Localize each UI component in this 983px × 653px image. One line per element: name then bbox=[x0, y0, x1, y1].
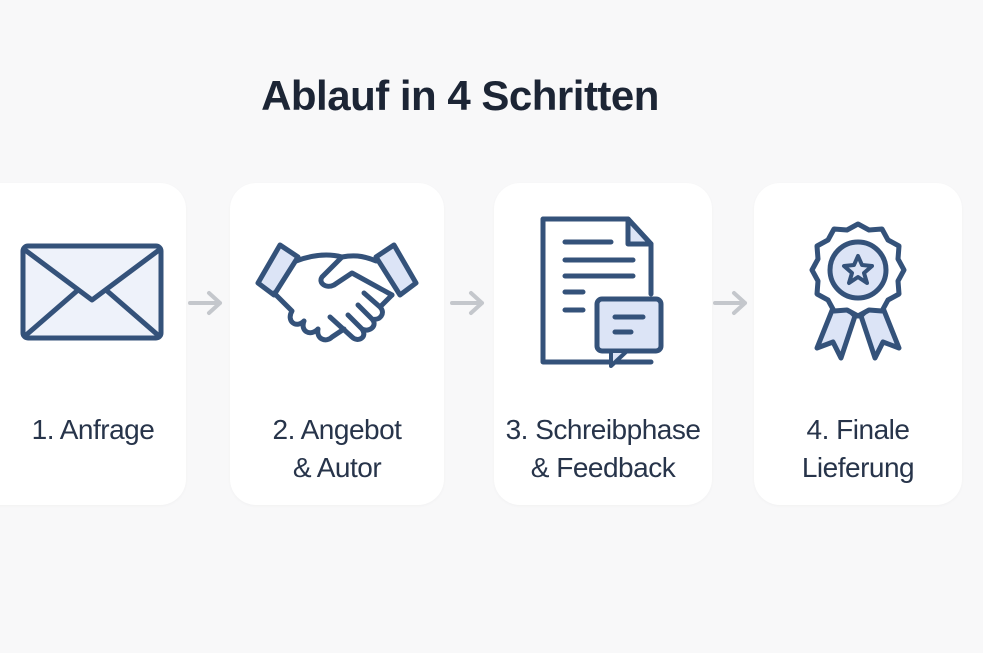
step-label-2-line1: 2. Angebot bbox=[272, 414, 402, 445]
step-label-4-line2: Lieferung bbox=[801, 452, 915, 483]
step-label-4-line1: 4. Finale bbox=[806, 414, 910, 445]
award-badge-icon bbox=[754, 213, 962, 373]
step-card-3: 3. Schreibphase & Feedback bbox=[494, 183, 712, 505]
page-title: Ablauf in 4 Schritten bbox=[261, 72, 659, 119]
step-label-3-line2: & Feedback bbox=[530, 452, 676, 483]
envelope-icon bbox=[0, 213, 186, 373]
step-card-4: 4. Finale Lieferung bbox=[754, 183, 962, 505]
arrow-right-icon bbox=[713, 288, 749, 318]
step-card-1: 1. Anfrage bbox=[0, 183, 186, 505]
handshake-icon bbox=[230, 213, 444, 373]
arrow-right-icon bbox=[450, 288, 486, 318]
document-feedback-icon bbox=[494, 211, 712, 371]
step-label-2-line2: & Autor bbox=[292, 452, 382, 483]
step-label-1: 1. Anfrage bbox=[31, 414, 155, 445]
arrow-right-icon bbox=[188, 288, 224, 318]
step-card-2: 2. Angebot & Autor bbox=[230, 183, 444, 505]
step-label-3-line1: 3. Schreibphase bbox=[505, 414, 701, 445]
